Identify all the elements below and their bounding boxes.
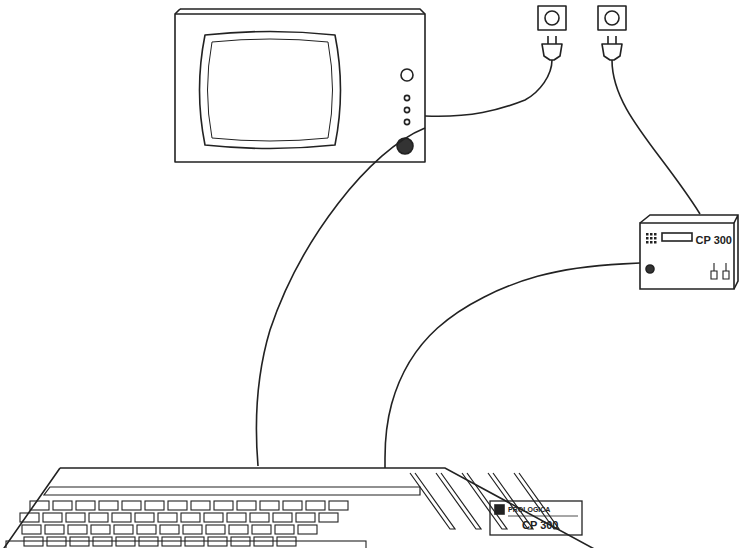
supply-top <box>640 215 738 289</box>
keyboard-key <box>89 513 108 522</box>
socket-face <box>545 11 559 25</box>
keyboard-key <box>122 501 141 510</box>
space-bar-row <box>6 541 366 548</box>
keyboard-key <box>76 501 95 510</box>
computer: PROLOGICA CP 300 <box>0 465 595 548</box>
keyboard-key <box>145 501 164 510</box>
supply-display <box>662 233 692 241</box>
supply-power-cord <box>612 60 700 214</box>
socket-face <box>605 11 619 25</box>
tv-knob <box>401 69 413 81</box>
supply-lamp <box>646 265 654 273</box>
keyboard-key <box>68 525 87 534</box>
tv-top <box>175 9 425 14</box>
tv-video-cable <box>256 128 425 466</box>
power-plug <box>602 36 622 60</box>
supply-logo <box>654 237 657 240</box>
keyboard-key <box>296 513 315 522</box>
keyboard-key <box>114 525 133 534</box>
keyboard-key <box>183 525 202 534</box>
keyboard-key <box>30 501 49 510</box>
keyboard-key <box>191 501 210 510</box>
keyboard-key <box>22 525 41 534</box>
supply-logo <box>650 237 653 240</box>
keyboard-key <box>229 525 248 534</box>
keyboard-key <box>250 513 269 522</box>
brand-name: PROLOGICA <box>508 506 550 513</box>
keyboard-key <box>112 513 131 522</box>
supply-front <box>640 223 734 289</box>
model-label: CP 300 <box>522 520 559 531</box>
keyboard-key <box>252 525 271 534</box>
keyboard-key <box>214 501 233 510</box>
keyboard-key <box>135 513 154 522</box>
keyboard-key <box>273 513 292 522</box>
wall-socket <box>538 6 566 30</box>
keyboard-key <box>283 501 302 510</box>
tv-screen-inner <box>208 39 333 141</box>
tv-button <box>404 107 409 112</box>
supply-logo <box>646 241 649 244</box>
supply-terminals <box>711 263 729 279</box>
wall-socket <box>598 6 626 30</box>
supply-logo <box>646 237 649 240</box>
device-label: CP 300 <box>696 235 733 246</box>
power-supply-outline <box>636 205 740 293</box>
brand-logo <box>495 505 504 514</box>
keyboard-key <box>237 501 256 510</box>
keyboard-key <box>319 513 338 522</box>
cable <box>385 263 640 468</box>
keyboard-key <box>158 513 177 522</box>
keyboard-key <box>43 513 62 522</box>
supply-logo <box>654 241 657 244</box>
keyboard-key <box>298 525 317 534</box>
tv-screen <box>200 32 341 149</box>
model-badge <box>490 501 582 535</box>
supply-logo <box>650 233 653 236</box>
keyboard-key <box>99 501 118 510</box>
tv-speaker <box>397 138 413 154</box>
keyboard-key <box>306 501 325 510</box>
tv-power-cord <box>425 60 552 116</box>
vent-slot <box>436 473 481 529</box>
keyboard-key <box>275 525 294 534</box>
tv-button <box>404 119 409 124</box>
tv-cabinet <box>175 14 425 162</box>
keyboard-key <box>206 525 225 534</box>
power-plug <box>542 36 562 60</box>
keyboard-key <box>160 525 179 534</box>
keyboard-bezel <box>44 487 420 495</box>
keyboard-key <box>137 525 156 534</box>
computer-case <box>2 468 598 548</box>
power-supply: CP 300 <box>636 205 740 293</box>
tv-button <box>404 95 409 100</box>
supply-logo <box>650 241 653 244</box>
keyboard-key <box>20 513 39 522</box>
keyboard-key <box>260 501 279 510</box>
keyboard-key <box>181 513 200 522</box>
keyboard-key <box>168 501 187 510</box>
keyboard-key <box>329 501 348 510</box>
vent-slot <box>410 473 455 529</box>
computer-outline <box>0 465 595 548</box>
supply-logo <box>654 233 657 236</box>
keyboard-key <box>53 501 72 510</box>
keyboard-key <box>227 513 246 522</box>
supply-logo <box>646 233 649 236</box>
keyboard-key <box>45 525 64 534</box>
keyboard-key <box>66 513 85 522</box>
keyboard-key <box>204 513 223 522</box>
keyboard-key <box>91 525 110 534</box>
badge-rule <box>508 516 578 517</box>
